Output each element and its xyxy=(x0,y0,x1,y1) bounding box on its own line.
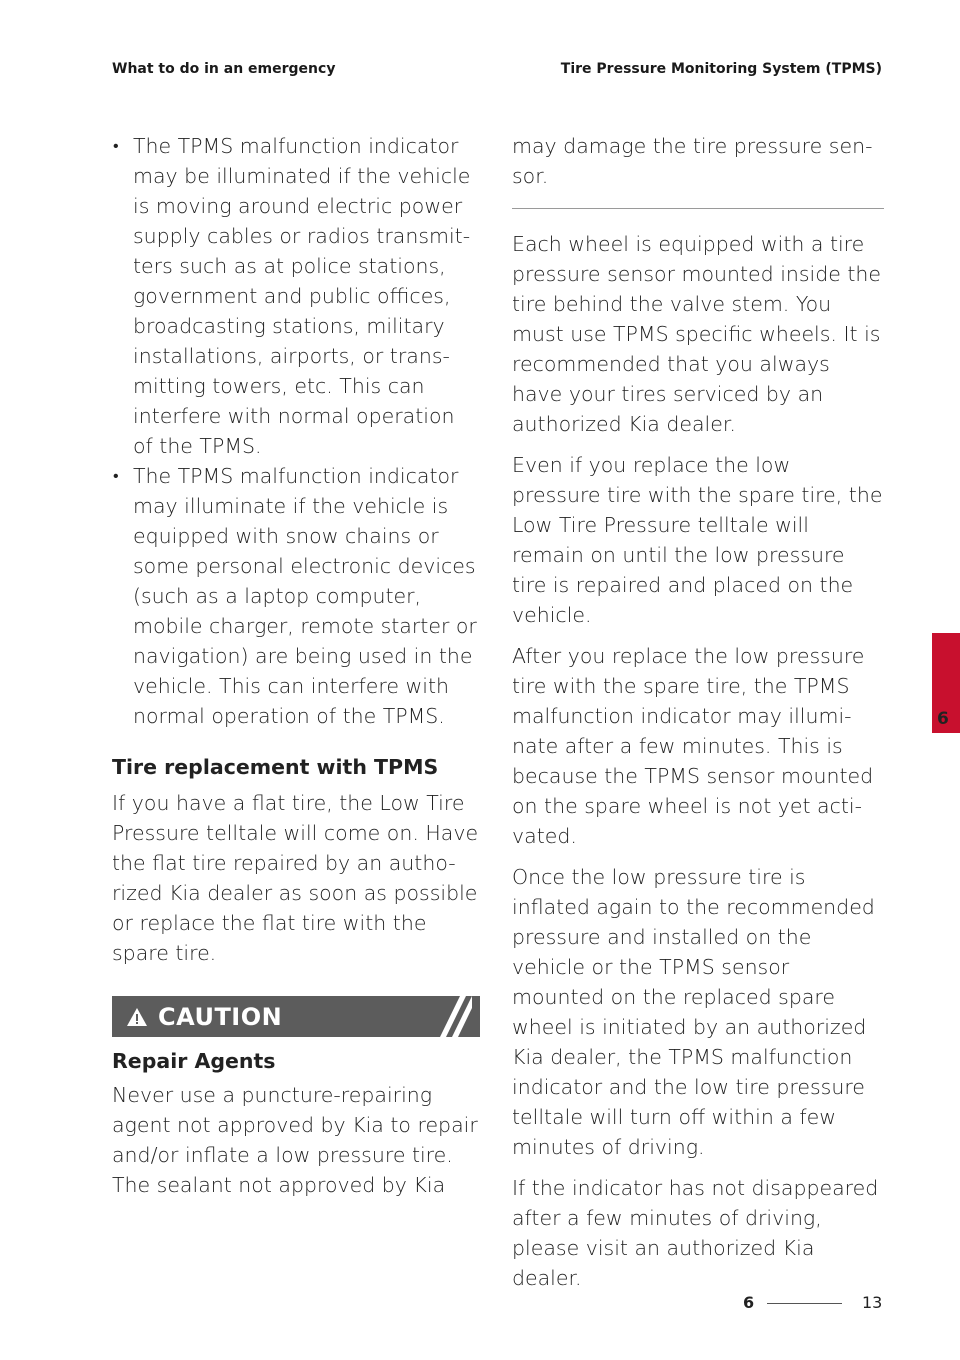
footer-rule xyxy=(767,1303,842,1304)
caution-continued-paragraph: may damage the tire pressure sen-sor. xyxy=(512,134,873,188)
right-column: may damage the tire pressure sen-sor. Ea… xyxy=(512,131,884,1304)
body-paragraph: If the indicator has not disappeared aft… xyxy=(512,1176,879,1290)
running-header-right: Tire Pressure Monitoring System (TPMS) xyxy=(560,61,882,77)
caution-subtitle: Repair Agents xyxy=(112,1049,276,1073)
body-paragraph: After you replace the low pressure tire … xyxy=(512,644,874,848)
section-paragraph: If you have a flat tire, the Low Tire Pr… xyxy=(112,791,479,965)
bullet-item: The TPMS malfunction indicator may be il… xyxy=(112,131,480,461)
chapter-side-tab xyxy=(932,633,960,733)
caution-label: CAUTION xyxy=(158,1002,283,1031)
section-title: Tire replacement with TPMS xyxy=(112,755,439,779)
divider xyxy=(512,208,884,209)
left-column: The TPMS malfunction indicator may be il… xyxy=(112,131,480,1211)
warning-triangle-icon xyxy=(126,1005,150,1029)
footer-page-number: 13 xyxy=(862,1293,883,1312)
bullet-item: The TPMS malfunction indicator may illum… xyxy=(112,461,480,731)
slash-stripes-icon xyxy=(440,996,472,1037)
body-paragraph: Once the low pressure tire is inflated a… xyxy=(512,865,875,1159)
caution-paragraph: Never use a puncture-repairing agent not… xyxy=(112,1083,478,1197)
running-header-left: What to do in an emergency xyxy=(112,61,336,77)
side-tab-chapter-number: 6 xyxy=(937,709,949,729)
caution-banner: CAUTION xyxy=(112,996,480,1037)
bullet-list: The TPMS malfunction indicator may be il… xyxy=(112,131,480,731)
body-paragraph: Even if you replace the low pressure tir… xyxy=(512,453,883,627)
footer-chapter-number: 6 xyxy=(743,1293,755,1312)
body-paragraph: Each wheel is equipped with a tire press… xyxy=(512,232,882,436)
